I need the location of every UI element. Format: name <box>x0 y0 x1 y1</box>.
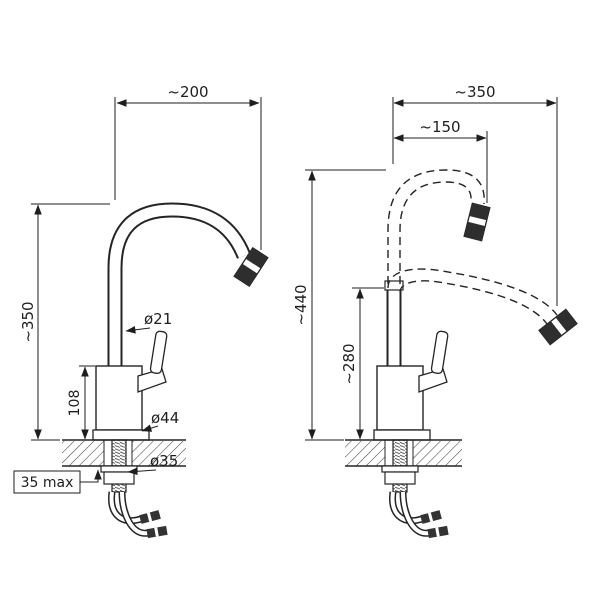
countertop-hatch-left <box>345 441 385 466</box>
dim-label-mount-thickness: 35 max <box>21 475 74 491</box>
hose-2-connector <box>146 525 168 539</box>
flex-hose-upper-inner <box>399 181 472 284</box>
base-flange <box>92 429 150 441</box>
dim-label-reach-low: ~350 <box>454 83 495 101</box>
dim-label-height-low: ~280 <box>340 343 358 384</box>
flex-hose-lower-inner <box>399 280 548 325</box>
dim-label-hole-diameter: ø35 <box>150 452 178 470</box>
leader-line <box>80 469 102 483</box>
left-dimensions: ~200 ~350 108 ø21 ø44 ø35 35 max <box>13 83 262 494</box>
spout-tip-lower <box>538 308 578 346</box>
dim-label-pipe-diameter: ø21 <box>144 310 172 328</box>
faucet-body <box>95 365 143 431</box>
right-faucet-view <box>345 169 578 539</box>
dim-label-base-diameter: ø44 <box>151 409 179 427</box>
leader-line <box>127 467 157 476</box>
dim-label-body-height: 108 <box>67 390 83 417</box>
hose-2-fill <box>401 491 430 536</box>
washer <box>100 465 138 473</box>
hose-1-connector <box>420 510 442 524</box>
countertop-hatch-left <box>62 441 104 466</box>
hose-2-fill <box>120 491 149 536</box>
leader-line <box>125 326 151 334</box>
handle-lever <box>149 330 168 374</box>
hose-1-fill <box>109 491 142 523</box>
dim-label-height-high: ~440 <box>292 284 310 325</box>
handle-lever <box>430 330 449 374</box>
spout-tube-fill <box>109 204 250 374</box>
left-faucet-view <box>62 202 269 539</box>
leader-line <box>141 424 159 432</box>
flex-hose-upper-outer <box>387 169 485 284</box>
countertop-hatch-right <box>413 441 462 466</box>
hose-1-fill <box>390 491 423 523</box>
right-dimensions: ~350 ~150 ~440 ~280 <box>292 83 558 441</box>
base-flange <box>373 429 431 441</box>
dim-label-height: ~350 <box>19 301 37 342</box>
mounting-nut <box>103 471 135 485</box>
dim-label-reach-high: ~150 <box>419 118 460 136</box>
spout-tip <box>233 246 269 288</box>
faucet-body <box>376 365 424 431</box>
flex-hose-lower-outer <box>387 268 558 316</box>
countertop-hatch-right <box>132 441 186 466</box>
washer <box>381 465 419 473</box>
mounting-nut <box>384 471 416 485</box>
hose-2-connector <box>427 525 449 539</box>
spout-tip-upper <box>463 202 491 242</box>
dim-label-spout-reach: ~200 <box>167 83 208 101</box>
hose-1-connector <box>139 510 161 524</box>
